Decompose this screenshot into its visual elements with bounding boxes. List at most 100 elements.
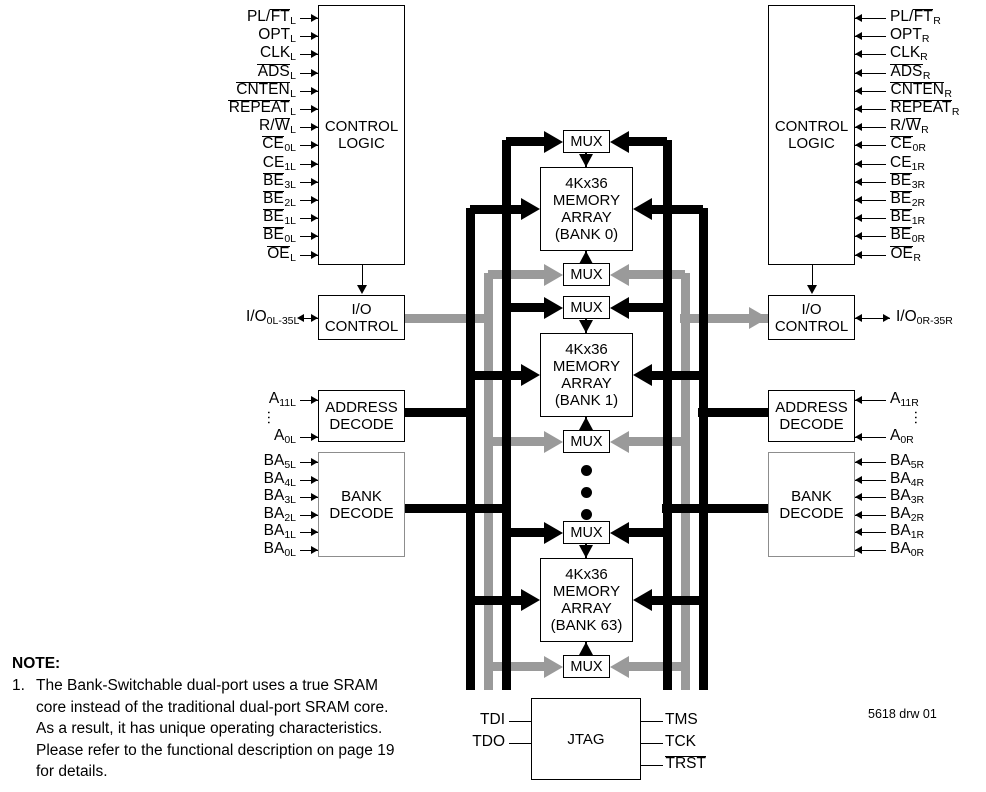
- signal-label-right-be2: BE2R: [890, 190, 926, 209]
- bank-arrow-right-3: [855, 510, 862, 519]
- note-item: 1. The Bank-Switchable dual-port uses a …: [12, 675, 422, 783]
- block-bank-decode-right: BANK DECODE: [768, 452, 855, 557]
- signal-line-left-4: [300, 90, 318, 92]
- bus-addr-to-array-left-0: [470, 204, 521, 214]
- io-line-right: [855, 318, 890, 319]
- bank-arrow-left-2: [311, 493, 318, 501]
- bus-left-data-trunk: [483, 273, 493, 690]
- signal-label-right-be1: BE1R: [890, 208, 926, 228]
- bus-data-from-mux-left-2: [488, 662, 544, 671]
- bank-line-left-4: [300, 532, 318, 533]
- addr-line-left-1: [300, 437, 318, 438]
- io-control-left-line1: I/O: [351, 300, 372, 318]
- signal-label-left-oe: OEL: [266, 244, 296, 264]
- arrowhead-right-5: [855, 105, 862, 113]
- bus-data-mux-arrow-right-0: [610, 263, 629, 286]
- signal-label-right-repeat: REPEATR: [890, 99, 960, 118]
- arrowhead-left-3: [311, 68, 318, 77]
- signal-label-right-be0: BE0R: [890, 226, 926, 246]
- arrowhead-right-8: [855, 159, 862, 168]
- signal-line-right-8: [855, 163, 886, 165]
- addr-line-right-1: [855, 437, 886, 438]
- bank-line-right-0: [855, 462, 886, 463]
- addr-label-left-0: A11L: [268, 390, 296, 410]
- arrowhead-left-7: [311, 141, 318, 150]
- bus-addr-to-array-right-0: [652, 204, 703, 214]
- array63-bank: (BANK 63): [550, 617, 623, 634]
- jtag-line-left-1: [509, 743, 531, 744]
- bank-line-right-1: [855, 479, 886, 481]
- arrowhead-right-7: [855, 141, 862, 150]
- bus-data-from-mux-left-0: [488, 270, 544, 279]
- bus-data-from-mux-right-1: [629, 437, 685, 446]
- bus-left-bank-trunk: [501, 140, 511, 690]
- bank-label-left-2: BA3L: [263, 487, 296, 507]
- mux-bank0-out: MUX: [563, 263, 610, 286]
- bank-label-right-0: BA5R: [890, 452, 925, 472]
- ellipsis-dot-1: [581, 465, 592, 476]
- signal-label-left-ads: ADSL: [257, 62, 296, 82]
- addr-label-left-1: A0L: [273, 427, 296, 447]
- array63-line2: MEMORY: [552, 583, 621, 600]
- bus-data-from-mux-right-0: [629, 270, 685, 279]
- bus-addr-array-arrow-left-1: [521, 364, 540, 386]
- mux-to-array-stem-1: [585, 319, 587, 333]
- bus-bank-mux-arrow-right-2: [610, 521, 629, 544]
- io-control-left-line2: CONTROL: [324, 317, 399, 335]
- note-line-4: Please refer to the functional descripti…: [36, 741, 395, 759]
- arrowhead-right-3: [855, 68, 862, 77]
- bank-line-right-4: [855, 532, 886, 533]
- signal-line-right-1: [855, 36, 886, 38]
- mux-to-array-stem-2: [585, 544, 587, 558]
- signal-line-left-9: [300, 181, 318, 183]
- bus-addr-array-arrow-left-2: [521, 589, 540, 611]
- jtag-line-right-2: [641, 765, 663, 766]
- array1-line2: MEMORY: [552, 358, 621, 375]
- addr-ellipsis-left: ···: [261, 410, 278, 425]
- addr-label-right-1: A0R: [890, 427, 914, 447]
- io-arrow-left-out: [297, 314, 304, 322]
- addr-arrow-left-1: [311, 433, 318, 441]
- ctl-to-io-left-line: [361, 265, 363, 288]
- arrowhead-left-9: [311, 177, 318, 186]
- arrowhead-right-0: [855, 14, 862, 22]
- signal-line-left-11: [300, 218, 318, 220]
- bank-label-right-3: BA2R: [890, 504, 925, 524]
- bank-arrow-left-0: [311, 458, 318, 466]
- io-control-right-line2: CONTROL: [774, 317, 849, 335]
- mux-bank63-out: MUX: [563, 655, 610, 678]
- bank-line-left-2: [300, 497, 318, 498]
- bus-data-mux-arrow-left-0: [544, 263, 563, 286]
- bus-bank-to-mux-left-2: [506, 528, 544, 537]
- signal-label-right-be3: BE3R: [890, 171, 926, 191]
- bank-arrow-right-4: [855, 528, 862, 536]
- block-io-control-left: I/O CONTROL: [318, 295, 405, 340]
- signal-line-left-8: [300, 163, 318, 165]
- bus-data-mux-arrow-right-2: [610, 655, 629, 678]
- addr-label-right-0: A11R: [890, 390, 919, 410]
- signal-label-left-be3: BE3L: [262, 171, 296, 191]
- block-memory-array-bank1: 4Kx36 MEMORY ARRAY (BANK 1): [540, 333, 633, 417]
- signal-label-right-plft: PL/FTR: [890, 8, 941, 28]
- signal-label-right-cnten: CNTENR: [890, 80, 952, 100]
- array-to-mux-stem-2: [585, 642, 587, 655]
- bank-decode-left-line2: DECODE: [329, 504, 394, 522]
- bus-bank-mux-arrow-left-1: [544, 296, 563, 319]
- block-memory-array-bank0: 4Kx36 MEMORY ARRAY (BANK 0): [540, 167, 633, 251]
- bus-left-data-feed: [405, 313, 493, 323]
- control-logic-left-line2: LOGIC: [338, 135, 385, 152]
- array0-size: 4Kx36: [565, 175, 608, 192]
- signal-line-right-7: [855, 145, 886, 147]
- bank-arrow-left-1: [311, 475, 318, 484]
- note-heading: NOTE:: [12, 655, 61, 672]
- note-line-2: core instead of the traditional dual-por…: [36, 698, 389, 716]
- bank-arrow-right-2: [855, 493, 862, 501]
- bank-line-left-1: [300, 479, 318, 481]
- signal-label-right-clk: CLKR: [890, 44, 928, 64]
- bus-addr-array-arrow-right-1: [633, 364, 652, 386]
- bus-bank-mux-arrow-left-2: [544, 521, 563, 544]
- arrowhead-right-13: [855, 250, 862, 259]
- signal-label-right-opt: OPTR: [890, 26, 930, 46]
- mux-bank1-in: MUX: [563, 296, 610, 319]
